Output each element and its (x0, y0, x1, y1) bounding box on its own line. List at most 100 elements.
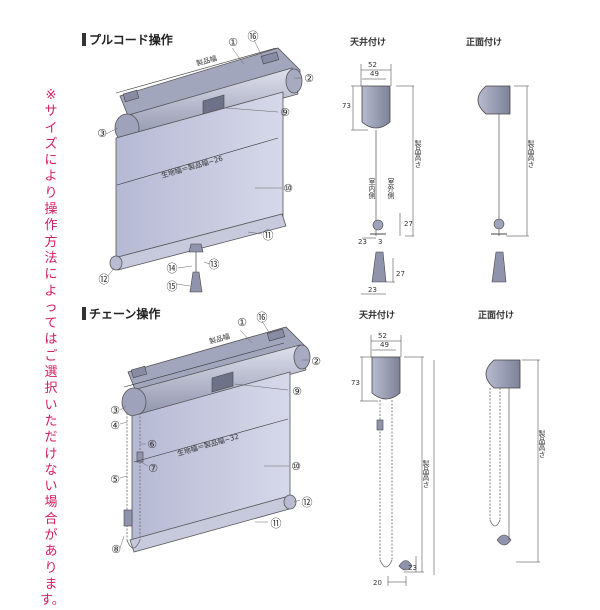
left-end-cap (121, 387, 147, 417)
pullcord-ceiling-dims: 天井付け 52 49 73 23 3 27 27 23 室内側 室外側 製品高さ (342, 36, 422, 294)
right-bracket (266, 328, 286, 342)
callout: ⑤ (110, 473, 120, 486)
dim-3: 3 (378, 238, 382, 246)
outdoor-label: 室外側 (387, 177, 395, 199)
callout: ⑭ (167, 262, 178, 275)
callout: ⑫ (302, 496, 313, 509)
callout: ⑩ (283, 182, 293, 195)
fabric-width-line (133, 418, 289, 463)
chain-leader-lines (119, 320, 310, 549)
bottom-bar-cap (283, 494, 297, 510)
callout: ⑪ (263, 229, 274, 242)
chain-heading: チェーン操作 (82, 305, 160, 322)
callout: ⑫ (99, 273, 110, 286)
dim-49: 49 (380, 341, 389, 349)
product-height-label: 製品高さ (538, 429, 546, 459)
callout: ① (237, 316, 247, 329)
chain-front-labels: 正面付け 製品高さ (478, 309, 546, 459)
callout: ③ (97, 127, 107, 140)
dim-23: 23 (368, 286, 377, 294)
chain-ceiling-dims: 天井付け 52 49 73 23 20 製品高さ (351, 309, 430, 587)
pullcord-front-profile (477, 85, 529, 283)
callout: ⑨ (292, 385, 302, 398)
product-width-line (123, 342, 285, 388)
dim-23: 23 (358, 238, 367, 246)
product-width-line (115, 47, 277, 94)
dim-73: 73 (351, 379, 360, 387)
callout: ② (311, 355, 321, 368)
dim-20: 20 (373, 579, 382, 587)
callout: ④ (110, 419, 120, 432)
front-bottom-weight (496, 534, 512, 546)
profile-stopper (376, 419, 384, 431)
callout: ⑮ (167, 280, 178, 293)
callout: ③ (110, 404, 120, 417)
chain-front-profile (485, 359, 540, 563)
pullcord-leader-lines (105, 39, 302, 287)
callout: ⑨ (280, 106, 290, 119)
dim-49: 49 (370, 70, 379, 78)
front-bead-chain (489, 388, 501, 527)
profile-bottom-weight (398, 560, 413, 571)
dim-27: 27 (396, 270, 405, 278)
indoor-label: 室内側 (368, 177, 376, 199)
chain-window (211, 371, 234, 393)
pullcord-ceiling-title: 天井付け (350, 36, 386, 48)
product-height-label: 製品高さ (422, 459, 430, 489)
right-bracket (260, 51, 280, 65)
chain-title: チェーン操作 (89, 307, 161, 321)
heading-marker (82, 307, 86, 320)
dim-23: 23 (408, 564, 417, 572)
right-end-cap (285, 68, 303, 94)
pullcord-front-title: 正面付け (466, 36, 502, 48)
callout: ② (304, 72, 314, 85)
pullcord-callouts: ① ⑯ ② ⑨ ③ ⑩ ⑪ ⑫ ⑭ ⑬ ⑮ (97, 30, 314, 293)
chain-callouts: ① ⑯ ② ⑨ ③ ④ ⑥ ⑦ ⑤ ⑩ ⑫ ⑪ ⑧ (110, 311, 321, 556)
right-end-cap (293, 344, 311, 370)
chain-blind (119, 320, 311, 553)
callout: ⑯ (248, 30, 259, 43)
chain-stopper (136, 451, 144, 463)
bottom-bar-cap (109, 255, 123, 271)
pullcord-blind (105, 39, 303, 293)
left-bracket (122, 89, 140, 103)
side-note: ※サイズにより操作方法によってはご選択いただけない場合があります。 (40, 88, 65, 609)
product-height-label: 製品高さ (527, 139, 535, 169)
front-profile-head (477, 85, 511, 115)
front-profile-head (485, 359, 521, 389)
dim-52: 52 (378, 332, 387, 340)
profile-dim-lines (360, 335, 435, 586)
chain-ceiling-title: 天井付け (359, 309, 395, 321)
callout: ⑩ (291, 460, 301, 473)
profile-head (361, 85, 391, 129)
left-bracket (130, 365, 148, 379)
front-profile-bottom (493, 218, 505, 230)
heading-marker (82, 33, 86, 46)
dim-27: 27 (404, 220, 413, 228)
pullcord-front-labels: 正面付け 製品高さ (466, 36, 535, 169)
callout: ⑪ (271, 517, 282, 530)
pullcord-heading: プルコード操作 (82, 31, 173, 48)
profile-bottom-bar (372, 219, 384, 231)
profile-grip (371, 251, 387, 283)
callout: ⑥ (147, 438, 157, 451)
callout: ⑧ (111, 543, 121, 556)
pullcord-title: プルコード操作 (89, 33, 173, 47)
pullcord-ceiling-profile (351, 64, 414, 295)
product-height-label: 製品高さ (414, 139, 422, 169)
callout: ⑬ (209, 258, 220, 271)
callout: ① (228, 36, 238, 49)
chain-ceiling-profile (360, 335, 435, 586)
dim-52: 52 (368, 61, 377, 69)
dim-73: 73 (342, 102, 351, 110)
front-profile-grip (491, 251, 507, 283)
profile-head (371, 356, 401, 400)
chain-front-title: 正面付け (478, 309, 514, 321)
chain-weight (123, 509, 133, 527)
cord-grip (189, 271, 203, 293)
callout: ⑦ (148, 462, 158, 475)
callout: ⑯ (257, 311, 268, 324)
profile-bead-chain (379, 400, 393, 568)
